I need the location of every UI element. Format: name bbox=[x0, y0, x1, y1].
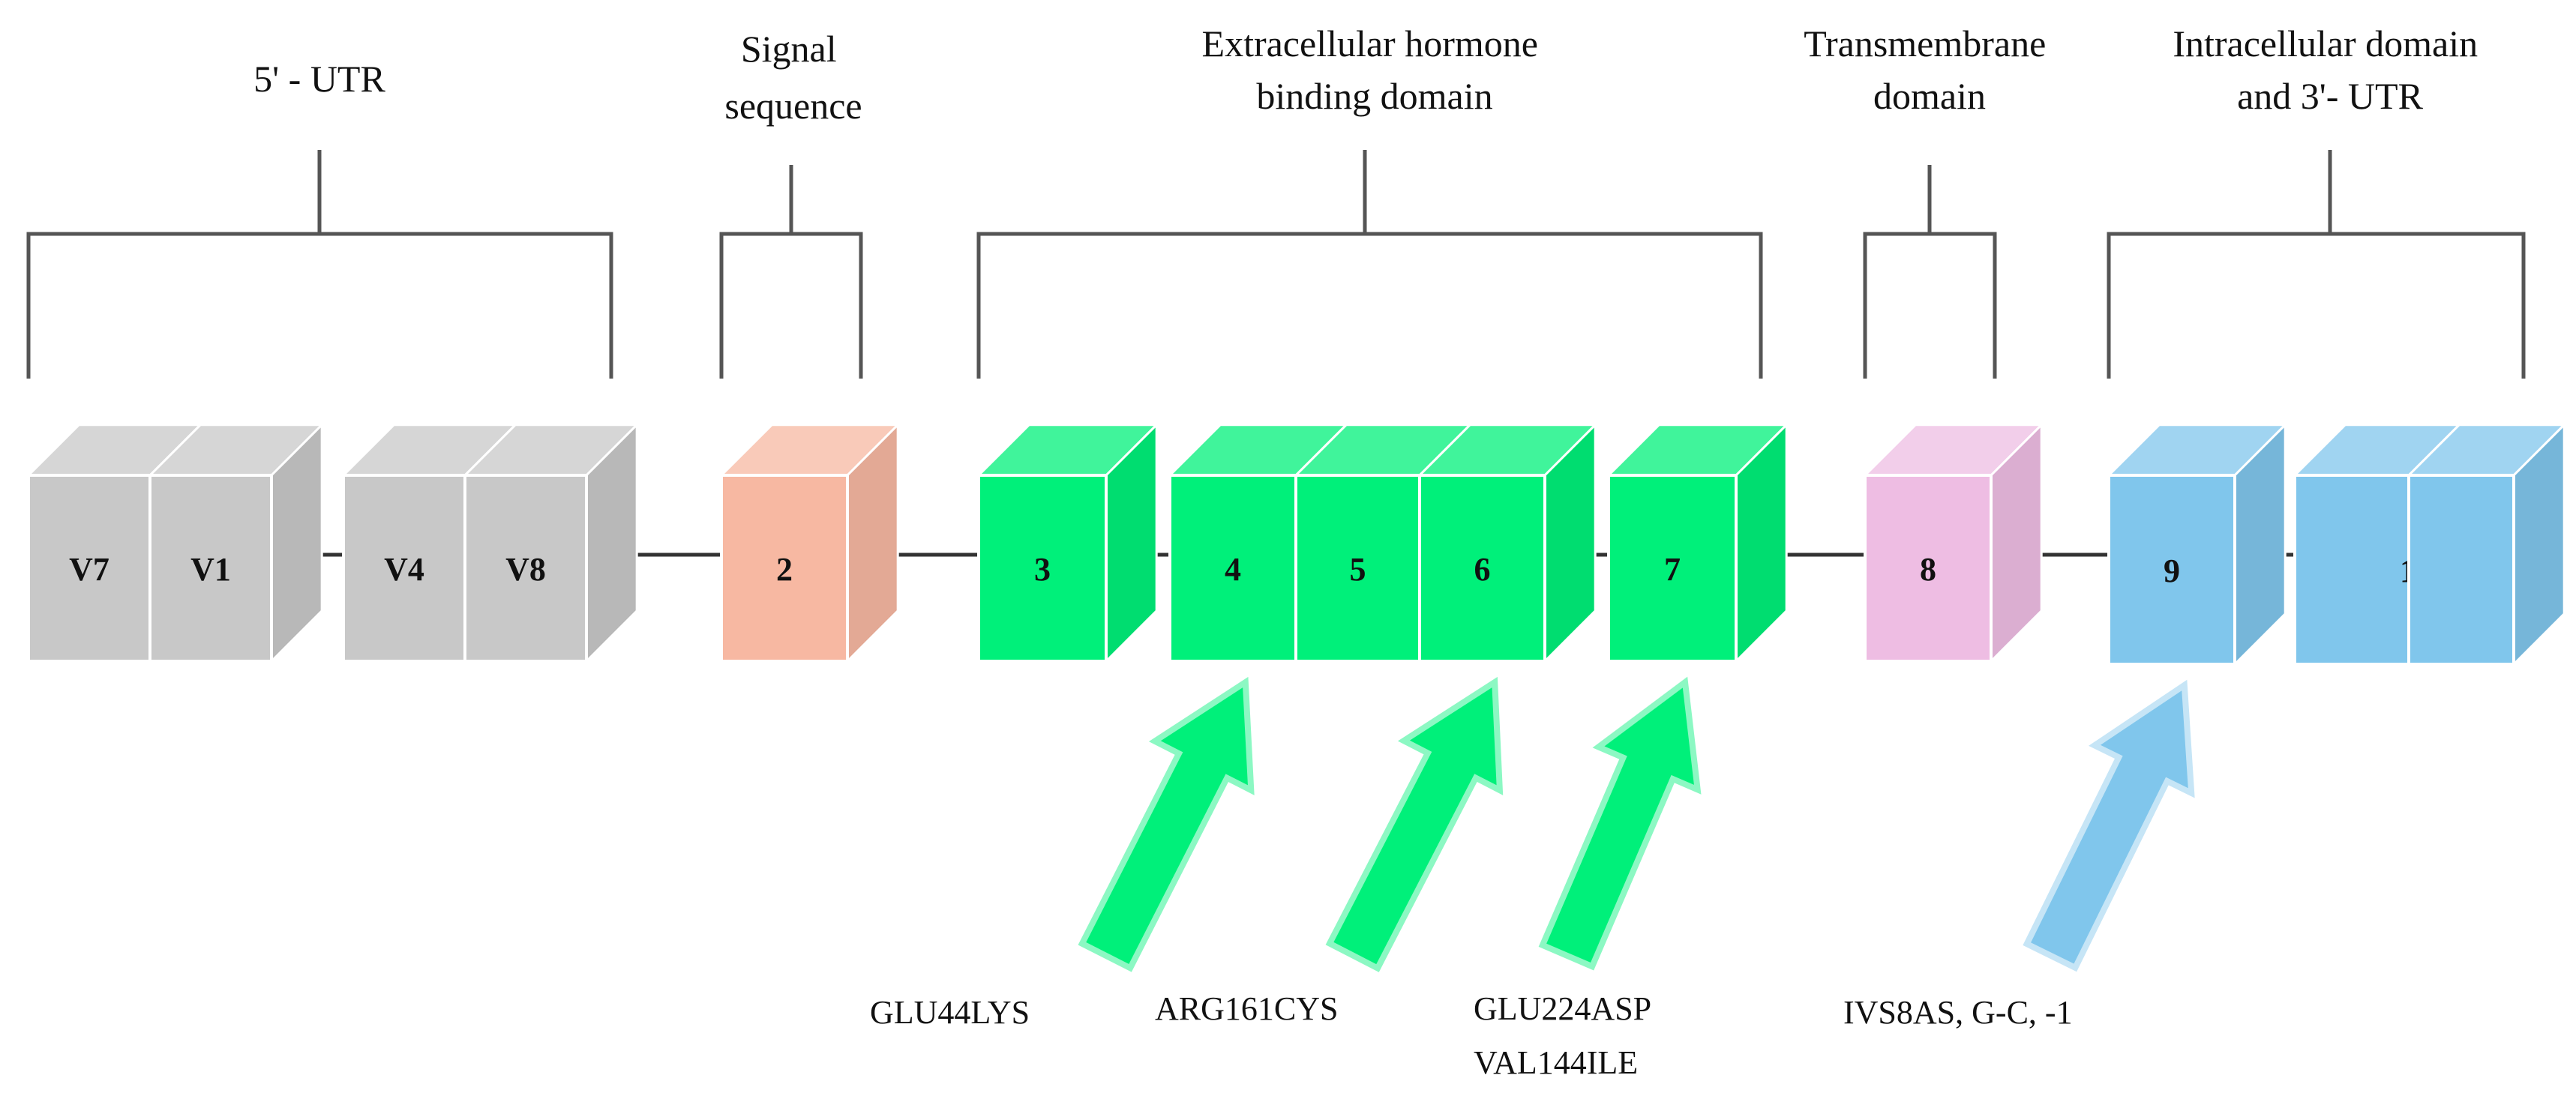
mutation-label-glu44lys: GLU44LYS bbox=[870, 994, 1030, 1031]
exon-box-front-face bbox=[27, 474, 151, 663]
exon-label-v1: V1 bbox=[190, 551, 231, 588]
exon-label-6: 6 bbox=[1474, 551, 1491, 588]
exon-label-7: 7 bbox=[1664, 551, 1681, 588]
exon-box-7: 7 bbox=[1606, 422, 1789, 664]
exon-label-v4: V4 bbox=[384, 551, 424, 588]
exon-label-8: 8 bbox=[1920, 551, 1936, 588]
exon-box-front-face bbox=[2107, 474, 2236, 666]
mutation-label-arg161cys: ARG161CYS bbox=[1155, 990, 1339, 1027]
mutation-arrow-arg161cys bbox=[1325, 676, 1504, 972]
domain-label-transmembrane: Transmembrane domain bbox=[1804, 22, 2056, 117]
exon-box-v1: V1 bbox=[147, 422, 325, 664]
mutation-label-ivs8as: IVS8AS, G-C, -1 bbox=[1843, 994, 2073, 1031]
exon-box-3: 3 bbox=[976, 422, 1159, 664]
domain-labels: 5' - UTR Signal sequence Extracellular h… bbox=[253, 22, 2487, 127]
exon-box-v8: V8 bbox=[462, 422, 640, 664]
domain-brackets bbox=[26, 150, 2526, 379]
domain-label-signal-sequence: Signal sequence bbox=[724, 28, 862, 127]
domain-label-intracellular: Intracellular domain and 3'- UTR bbox=[2173, 22, 2487, 117]
exon-box-front-face bbox=[2293, 474, 2410, 666]
exon-box-extra bbox=[2406, 422, 2567, 667]
exon-box-front-face bbox=[2407, 474, 2515, 666]
domain-label-extracellular: Extracellular hormone binding domain bbox=[1202, 22, 1548, 117]
exon-box-front-face bbox=[1864, 474, 1993, 663]
mutation-arrow-glu224asp bbox=[1538, 676, 1702, 971]
domain-label-5utr: 5' - UTR bbox=[253, 58, 385, 100]
exon-box-8: 8 bbox=[1862, 422, 2044, 664]
mutation-arrow-ivs8as-g-c-1 bbox=[2023, 679, 2195, 972]
mutation-arrow-glu44lys bbox=[1078, 676, 1255, 972]
mutation-label-glu224asp-val144ile: GLU224ASP VAL144ILE bbox=[1474, 990, 1659, 1081]
exon-label-2: 2 bbox=[776, 551, 793, 588]
exon-box-front-face bbox=[342, 474, 466, 663]
exon-box-front-face bbox=[1168, 474, 1297, 663]
exon-box-front-face bbox=[977, 474, 1108, 663]
exon-box-front-face bbox=[463, 474, 588, 663]
mutation-labels: GLU44LYS ARG161CYS GLU224ASP VAL144ILE I… bbox=[870, 990, 2073, 1081]
exon-box-front-face bbox=[720, 474, 849, 663]
exon-label-v8: V8 bbox=[505, 551, 546, 588]
exon-box-front-face bbox=[1418, 474, 1546, 663]
exon-box-front-face bbox=[148, 474, 273, 663]
exon-box-front-face bbox=[1607, 474, 1738, 663]
bracket-transmembrane-domain bbox=[1863, 165, 1997, 379]
bracket-5utr bbox=[26, 150, 613, 379]
exon-boxes: V7V1V4V82345678910 bbox=[25, 422, 2567, 667]
mutation-arrows bbox=[1078, 676, 2195, 972]
exon-label-5: 5 bbox=[1350, 551, 1366, 588]
bracket-signal-sequence bbox=[719, 165, 863, 379]
bracket-extracellular-domain bbox=[976, 150, 1763, 379]
exon-box-4: 4 bbox=[1167, 422, 1349, 664]
exon-label-v7: V7 bbox=[69, 551, 109, 588]
exon-box-2: 2 bbox=[718, 422, 901, 664]
exon-box-6: 6 bbox=[1417, 422, 1598, 664]
exon-box-front-face bbox=[1294, 474, 1421, 663]
exon-label-4: 4 bbox=[1225, 551, 1241, 588]
exon-box-9: 9 bbox=[2106, 422, 2288, 667]
exon-label-3: 3 bbox=[1034, 551, 1051, 588]
bracket-intracellular-domain bbox=[2107, 150, 2526, 379]
exon-label-9: 9 bbox=[2164, 552, 2180, 589]
